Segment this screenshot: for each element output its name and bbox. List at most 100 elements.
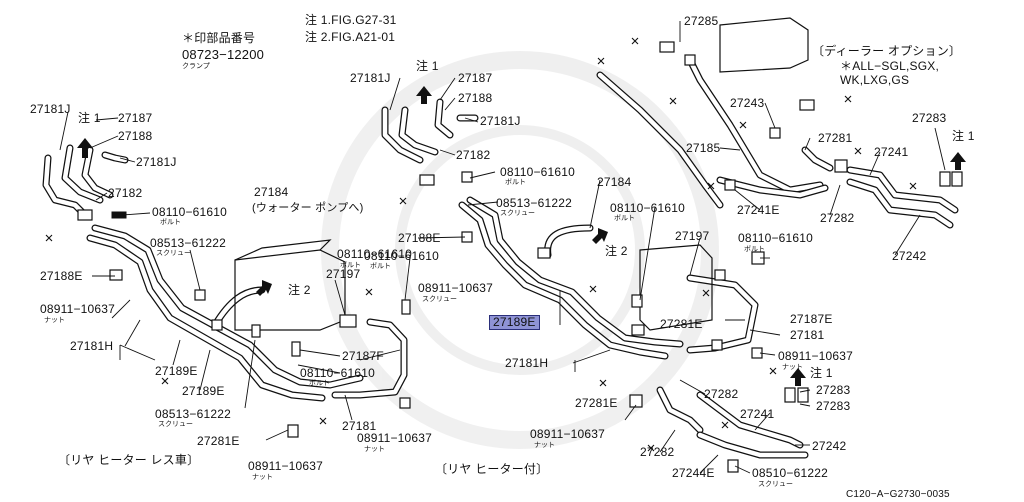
part-label: 27281 <box>818 131 853 145</box>
part-label: 27281E <box>197 434 240 448</box>
screw-sub: スクリュー <box>758 481 793 488</box>
nut-sub: ナット <box>534 442 555 449</box>
part-label: 27181H <box>505 356 549 370</box>
part-label: 08110−61610 <box>738 231 814 245</box>
part-label: 27241E <box>737 203 780 217</box>
part-label: 27283 <box>816 383 851 397</box>
part-label: 27197 <box>675 229 710 243</box>
part-label: 27241 <box>874 145 909 159</box>
part-label: 27187E <box>790 312 833 326</box>
part-label: 27242 <box>812 439 847 453</box>
part-label: 08513−61222 <box>150 236 226 250</box>
caption-rear-heater: 〔リヤ ヒーター付〕 <box>435 462 549 476</box>
part-label: 08911−10637 <box>248 459 324 473</box>
part-label: 27189E <box>182 384 225 398</box>
part-label: 08110−61610 <box>337 247 413 261</box>
part-label: 08911−10637 <box>530 427 606 441</box>
part-label: 08110−61610 <box>364 249 440 263</box>
part-label: 27181 <box>790 328 825 342</box>
part-label: 27189E <box>155 364 198 378</box>
part-label: 08510−61222 <box>752 466 828 480</box>
part-label: 27242 <box>892 249 927 263</box>
note-ref: 注 2 <box>288 283 311 297</box>
caption-no-rear-heater: 〔リヤ ヒーター レス車〕 <box>58 453 200 467</box>
part-label: 08110−61610 <box>300 366 376 380</box>
screw-sub: スクリュー <box>158 421 193 428</box>
part-label: 27281E <box>575 396 618 410</box>
leader-lines <box>59 21 946 474</box>
note-ref: 注 1 <box>78 111 101 125</box>
option-line-2: WK,LXG,GS <box>840 73 910 87</box>
note-1: 注 1.FIG.G27-31 <box>305 13 397 27</box>
part-label: 27188E <box>40 269 83 283</box>
part-label: 27182 <box>456 148 491 162</box>
nut-sub: ナット <box>364 446 385 453</box>
dealer-option: 〔ディーラー オプション〕 <box>812 44 962 58</box>
part-label: 08110−61610 <box>152 205 228 219</box>
part-label: 27197 <box>326 267 361 281</box>
part-label: 08110−61610 <box>500 165 576 179</box>
part-label: 08513−61222 <box>496 196 572 210</box>
part-label: 08911−10637 <box>40 302 116 316</box>
part-label: 27181J <box>480 114 521 128</box>
bolt-sub: ボルト <box>160 219 181 226</box>
part-label: 08513−61222 <box>155 407 231 421</box>
clamp-name: クランプ <box>182 63 210 70</box>
clamp-part-number: 08723−12200 <box>182 47 265 62</box>
note-ref: 注 1 <box>952 129 975 143</box>
water-pump-sub: (ウォーター ポンプへ) <box>252 202 364 214</box>
center-hose-assembly <box>381 86 765 408</box>
part-label: 27184 <box>597 175 632 189</box>
part-label: 27282 <box>704 387 739 401</box>
part-label: 27181J <box>136 155 177 169</box>
part-label: 27187F <box>342 349 384 363</box>
nut-sub: ナット <box>782 364 803 371</box>
part-label: 27187 <box>118 111 153 125</box>
caption-lines <box>119 344 576 372</box>
part-label: 27181J <box>350 71 391 85</box>
bolt-sub: ボルト <box>744 246 765 253</box>
bolt-sub: ボルト <box>370 263 391 270</box>
nut-sub: ナット <box>252 474 273 481</box>
part-label: 27241 <box>740 407 775 421</box>
part-label: 27188 <box>458 91 493 105</box>
part-label: 27281E <box>660 317 703 331</box>
bolt-sub: ボルト <box>505 179 526 186</box>
bolt-sub: ボルト <box>340 262 361 269</box>
part-label: 27282 <box>820 211 855 225</box>
bolt-sub: ボルト <box>614 215 635 222</box>
part-label: 27282 <box>640 445 675 459</box>
screw-sub: スクリュー <box>156 250 191 257</box>
part-label: 27188E <box>398 231 441 245</box>
bolt-sub: ボルト <box>309 380 330 387</box>
part-label: 27283 <box>912 111 947 125</box>
part-label: 27185 <box>686 141 721 155</box>
screw-sub: スクリュー <box>500 210 535 217</box>
part-label: 27184 <box>254 185 289 199</box>
part-label: 08110−61610 <box>610 201 686 215</box>
part-label: 27243 <box>730 96 765 110</box>
highlighted-part-label[interactable]: 27189E <box>489 315 540 330</box>
part-label: 27181H <box>70 339 114 353</box>
note-ref: 注 1 <box>810 366 833 380</box>
right-hose-assembly <box>596 17 966 473</box>
figure-code: C120−A−G2730−0035 <box>846 489 950 500</box>
part-label: 27181 <box>342 419 377 433</box>
part-label: 27283 <box>816 399 851 413</box>
note-2: 注 2.FIG.A21-01 <box>305 30 396 44</box>
part-label: 27187 <box>458 71 493 85</box>
part-label: 27181J <box>30 102 71 116</box>
part-label: 27244E <box>672 466 715 480</box>
part-label: 27188 <box>118 129 153 143</box>
part-label: 08911−10637 <box>418 281 494 295</box>
option-line-1: ＊ALL−SGL,SGX, <box>840 59 939 73</box>
screw-sub: スクリュー <box>422 296 457 303</box>
left-hose-assembly <box>42 138 411 438</box>
note-ref: 注 1 <box>416 59 439 73</box>
part-label: 27285 <box>684 14 719 28</box>
clamp-marks <box>45 37 917 452</box>
part-label: 27182 <box>108 186 143 200</box>
note-ref: 注 2 <box>605 244 628 258</box>
